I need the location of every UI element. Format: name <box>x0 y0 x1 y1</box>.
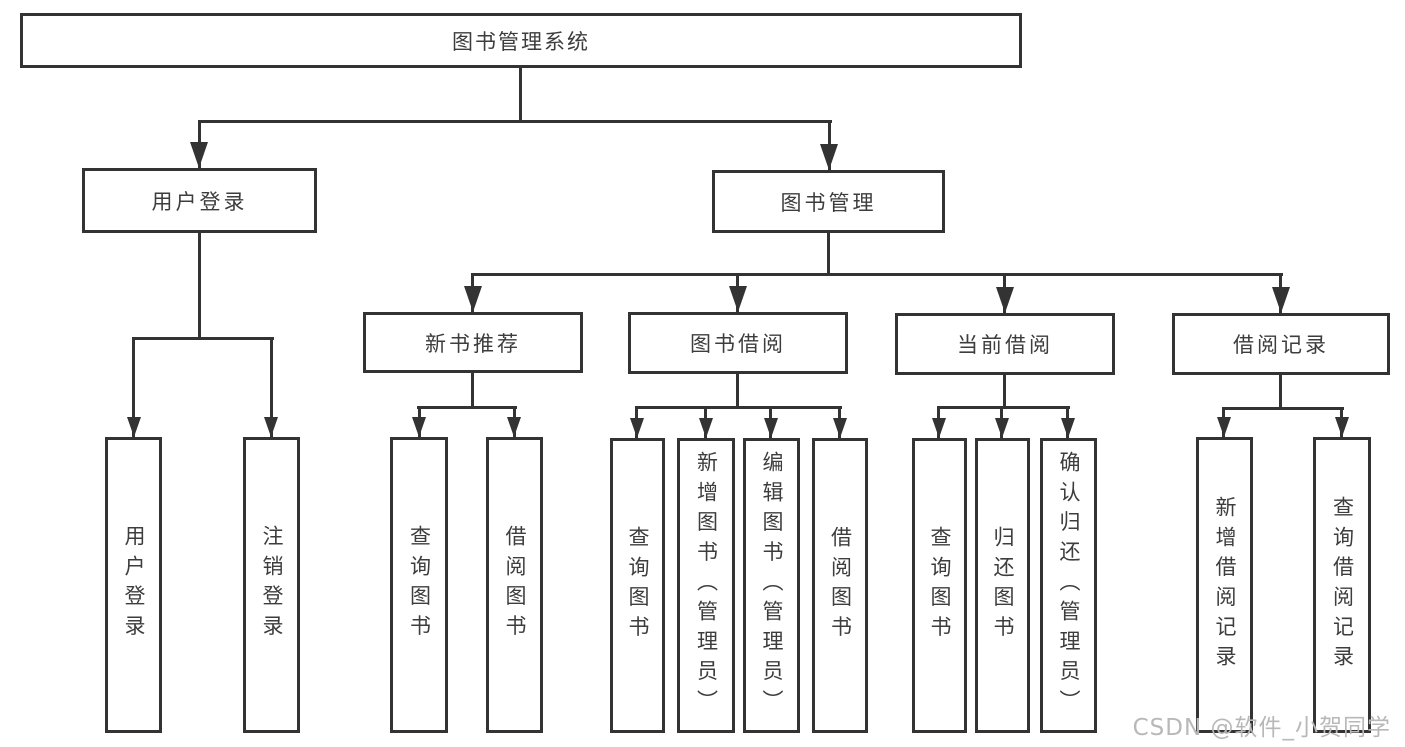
leaf-label: 编辑图书（管理员） <box>760 451 784 720</box>
connector-line <box>198 233 201 340</box>
leaf-label: 新增图书（管理员） <box>694 451 719 720</box>
arrowhead-down-icon <box>729 286 747 312</box>
arrowhead-down-icon <box>699 418 713 438</box>
connector-line <box>736 374 739 409</box>
arrowhead-down-icon <box>464 286 482 312</box>
leaf-user-login: 用户登录 <box>105 437 162 733</box>
arrowhead-down-icon <box>1217 417 1231 437</box>
arrowhead-down-icon <box>764 418 778 438</box>
node-user-login: 用户登录 <box>82 168 317 233</box>
node-current-borrow: 当前借阅 <box>895 313 1115 375</box>
arrowhead-down-icon <box>630 418 644 438</box>
connector-line <box>635 406 842 409</box>
arrowhead-down-icon <box>995 418 1009 438</box>
leaf-borrow-books-recommend: 借阅图书 <box>486 437 543 733</box>
leaf-label: 查询图书 <box>407 525 432 645</box>
arrowhead-down-icon <box>1061 418 1075 438</box>
leaf-label: 用户登录 <box>122 525 146 645</box>
arrowhead-down-icon <box>833 418 847 438</box>
leaf-label: 借阅图书 <box>828 525 853 646</box>
leaf-label: 新增借阅记录 <box>1213 495 1237 675</box>
leaf-add-borrow-record: 新增借阅记录 <box>1196 437 1253 733</box>
node-label: 新书推荐 <box>425 331 521 356</box>
node-borrow-records: 借阅记录 <box>1172 313 1390 375</box>
leaf-borrow-books: 借阅图书 <box>812 438 868 733</box>
node-book-borrow: 图书借阅 <box>628 312 848 374</box>
leaf-query-books-current: 查询图书 <box>912 438 967 733</box>
node-label: 图书管理 <box>780 190 877 215</box>
node-new-book-recommend: 新书推荐 <box>363 312 583 373</box>
leaf-query-books-borrow: 查询图书 <box>610 438 665 733</box>
connector-line <box>1222 407 1344 410</box>
connector-line <box>827 233 830 276</box>
node-label: 当前借阅 <box>957 333 1053 357</box>
arrowhead-down-icon <box>1335 417 1349 437</box>
leaf-label: 借阅图书 <box>503 525 527 645</box>
leaf-label: 查询图书 <box>928 525 952 646</box>
leaf-label: 确认归还（管理员） <box>1057 451 1081 720</box>
leaf-label: 注销登录 <box>260 525 284 645</box>
connector-line <box>132 337 274 340</box>
node-label: 用户登录 <box>151 189 248 214</box>
connector-line <box>471 273 1283 276</box>
connector-line <box>1003 375 1006 409</box>
connector-line <box>519 68 522 123</box>
leaf-query-books-recommend: 查询图书 <box>390 437 448 733</box>
connector-line <box>132 337 135 437</box>
leaf-label: 查询图书 <box>626 525 650 646</box>
arrowhead-down-icon <box>190 142 208 168</box>
connector-line <box>471 373 474 409</box>
arrowhead-down-icon <box>932 418 946 438</box>
leaf-label: 查询借阅记录 <box>1330 495 1355 675</box>
node-label: 借阅记录 <box>1233 333 1329 357</box>
leaf-query-borrow-record: 查询借阅记录 <box>1313 437 1371 733</box>
leaf-return-books: 归还图书 <box>975 438 1030 733</box>
arrowhead-down-icon <box>127 417 141 437</box>
arrowhead-down-icon <box>264 417 278 437</box>
connector-line <box>198 120 832 123</box>
connector-line <box>1279 375 1282 410</box>
node-label: 图书管理系统 <box>452 29 590 54</box>
leaf-label: 归还图书 <box>991 525 1015 646</box>
arrowhead-down-icon <box>996 287 1014 313</box>
connector-line <box>270 337 273 437</box>
leaf-confirm-return-admin: 确认归还（管理员） <box>1040 438 1097 733</box>
node-book-management: 图书管理 <box>712 170 945 233</box>
arrowhead-down-icon <box>1272 287 1290 313</box>
leaf-add-books-admin: 新增图书（管理员） <box>677 438 735 733</box>
arrowhead-down-icon <box>820 144 838 170</box>
connector-line <box>417 406 517 409</box>
arrowhead-down-icon <box>507 417 521 437</box>
csdn-watermark: CSDN @软件_小贺同学 <box>1132 715 1391 741</box>
leaf-edit-books-admin: 编辑图书（管理员） <box>743 438 800 733</box>
arrowhead-down-icon <box>412 417 426 437</box>
node-root-system: 图书管理系统 <box>20 13 1022 68</box>
connector-line <box>937 406 1070 409</box>
node-label: 图书借阅 <box>690 332 786 356</box>
leaf-logout: 注销登录 <box>243 437 300 733</box>
